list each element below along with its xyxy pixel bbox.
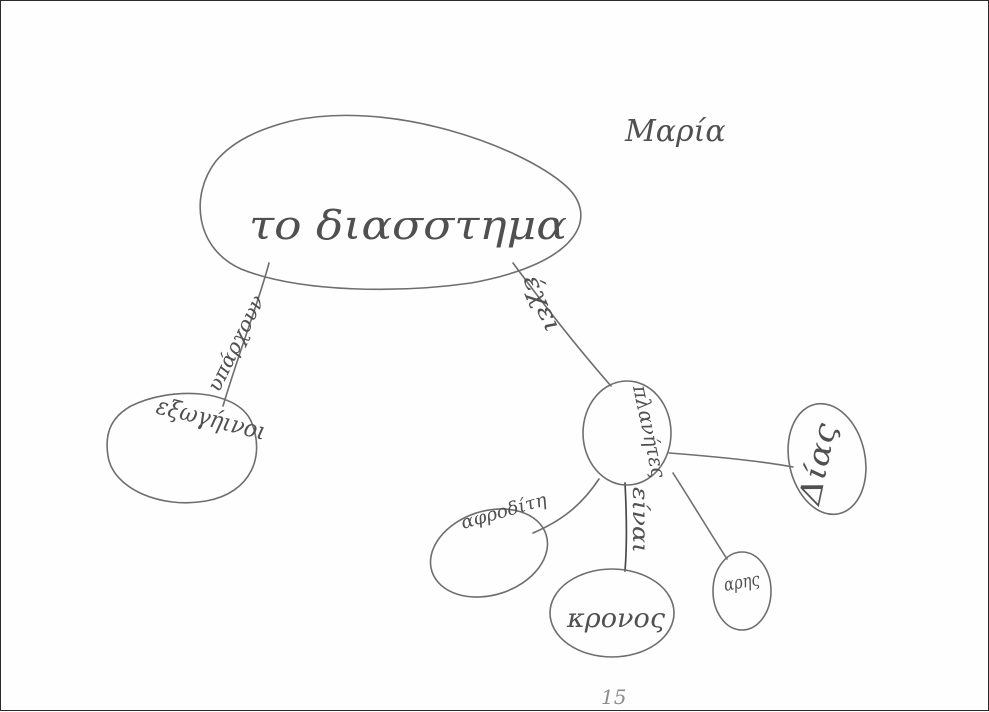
link-label-root-residents: υπάρχουν	[202, 291, 269, 395]
zeus-label: Δίας	[792, 420, 844, 509]
kronos-label: κρονος	[566, 604, 665, 634]
link-planets-to-kronos	[624, 482, 628, 572]
link-planets-to-ares	[672, 472, 728, 560]
ares-label: αρης	[722, 569, 762, 596]
aphrodite-label: αφροδίτη	[459, 489, 550, 534]
residents-bubble	[106, 392, 258, 504]
link-label-planets-kronos: είναι	[627, 487, 652, 553]
planets-bubble	[582, 380, 672, 486]
author-name: Μαρία	[624, 114, 726, 149]
page-mark: 15	[601, 685, 626, 709]
link-root-to-planets	[512, 262, 612, 387]
aphrodite-bubble	[429, 508, 549, 598]
link-planets-to-zeus	[668, 452, 794, 468]
planets-label: πλανήτες	[628, 382, 671, 481]
zeus-bubble	[787, 402, 867, 516]
ares-bubble	[712, 551, 772, 631]
kronos-bubble	[549, 568, 675, 658]
root-label: το διασστημα	[249, 203, 567, 249]
residents-label: εξωγήινοι	[154, 392, 269, 446]
link-label-root-planets: έχει	[518, 270, 568, 336]
root-bubble	[199, 114, 582, 291]
link-planets-to-aphrodite	[532, 478, 600, 534]
